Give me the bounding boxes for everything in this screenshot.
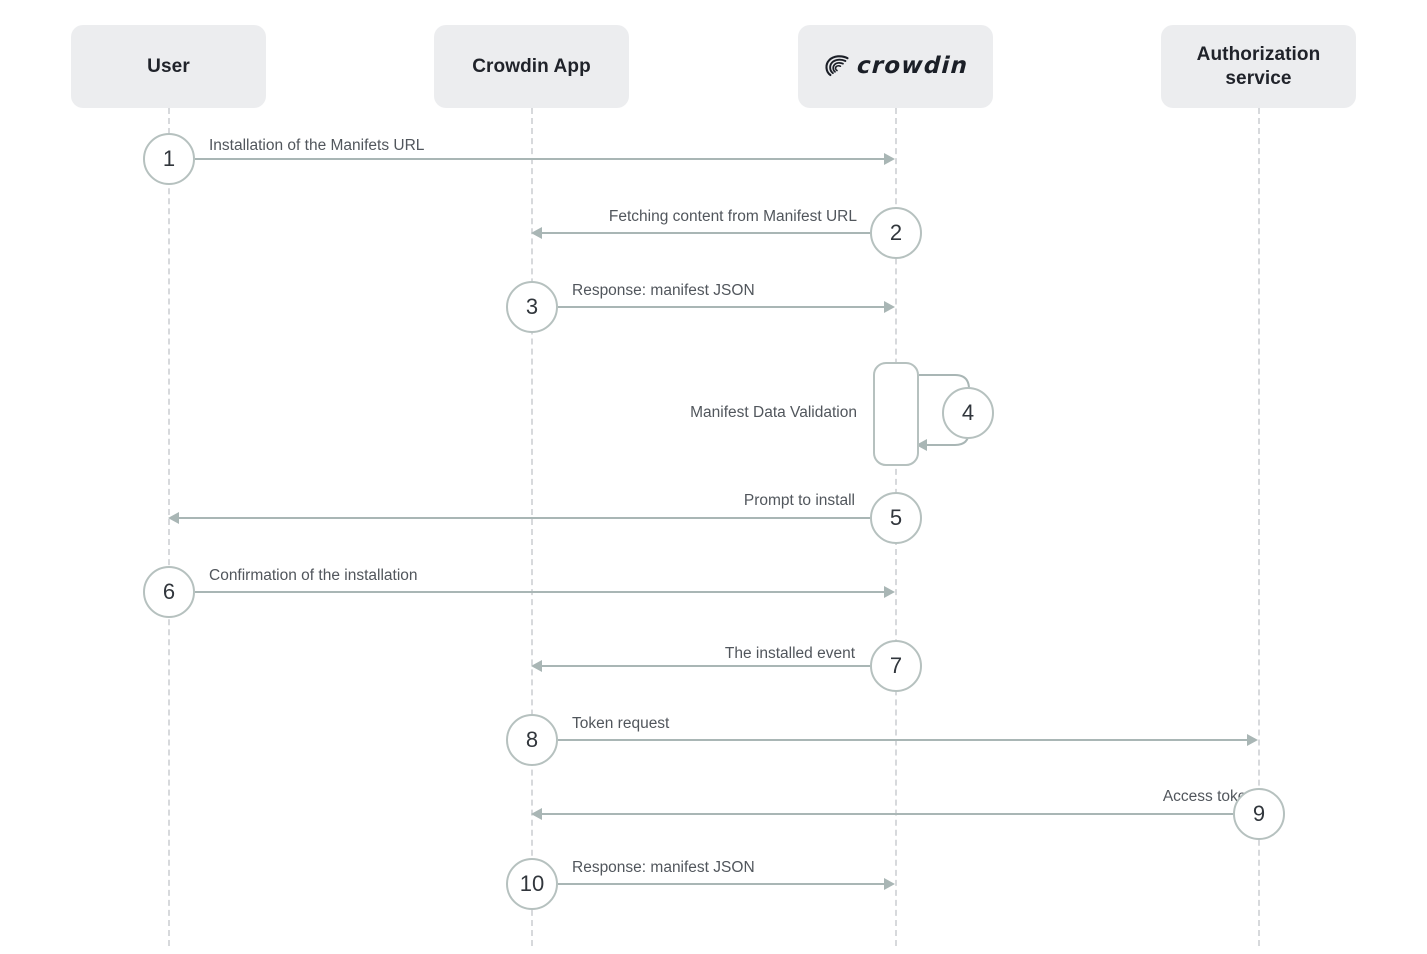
step-circle-2[interactable]: 2 bbox=[870, 207, 922, 259]
message-line-6 bbox=[195, 591, 885, 593]
step-circle-7[interactable]: 7 bbox=[870, 640, 922, 692]
message-line-2 bbox=[542, 232, 870, 234]
step-circle-10[interactable]: 10 bbox=[506, 858, 558, 910]
arrowhead-6 bbox=[884, 586, 895, 598]
participant-authorization-service[interactable]: Authorization service bbox=[1161, 25, 1356, 108]
message-line-3 bbox=[558, 306, 885, 308]
participant-crowdin[interactable]: crowdin bbox=[798, 25, 993, 108]
participant-crowdin-app[interactable]: Crowdin App bbox=[434, 25, 629, 108]
message-line-8 bbox=[558, 739, 1248, 741]
arrowhead-10 bbox=[884, 878, 895, 890]
message-label-5: Prompt to install bbox=[743, 492, 855, 509]
participant-authorization-service-label-line2: service bbox=[1225, 67, 1292, 89]
participant-user[interactable]: User bbox=[71, 25, 266, 108]
arrowhead-7 bbox=[531, 660, 542, 672]
message-label-9: Access token bbox=[1162, 788, 1255, 805]
arrowhead-3 bbox=[884, 301, 895, 313]
arrowhead-2 bbox=[531, 227, 542, 239]
arrowhead-8 bbox=[1247, 734, 1258, 746]
step-circle-6[interactable]: 6 bbox=[143, 566, 195, 618]
participant-crowdin-app-label: Crowdin App bbox=[472, 55, 591, 77]
message-label-4: Manifest Data Validation bbox=[690, 404, 857, 421]
message-line-9 bbox=[542, 813, 1233, 815]
message-label-1: Installation of the Manifets URL bbox=[209, 137, 425, 154]
message-label-2: Fetching content from Manifest URL bbox=[608, 208, 857, 225]
crowdin-logo: crowdin bbox=[822, 52, 970, 82]
message-line-1 bbox=[195, 158, 885, 160]
activation-box-manifest-validation bbox=[873, 362, 919, 466]
lifeline-authorization-service bbox=[1258, 108, 1260, 946]
message-label-3: Response: manifest JSON bbox=[572, 282, 755, 299]
step-circle-1[interactable]: 1 bbox=[143, 133, 195, 185]
step-circle-9[interactable]: 9 bbox=[1233, 788, 1285, 840]
crowdin-swirl-icon bbox=[825, 54, 849, 76]
participant-user-label: User bbox=[147, 55, 190, 77]
message-line-7 bbox=[542, 665, 870, 667]
arrowhead-5 bbox=[168, 512, 179, 524]
step-circle-8[interactable]: 8 bbox=[506, 714, 558, 766]
message-label-8: Token request bbox=[572, 715, 670, 732]
step-circle-4[interactable]: 4 bbox=[942, 387, 994, 439]
step-circle-3[interactable]: 3 bbox=[506, 281, 558, 333]
step-circle-5[interactable]: 5 bbox=[870, 492, 922, 544]
arrowhead-9 bbox=[531, 808, 542, 820]
lifeline-user bbox=[168, 108, 170, 946]
message-label-10: Response: manifest JSON bbox=[572, 859, 755, 876]
message-line-10 bbox=[558, 883, 885, 885]
crowdin-logo-text: crowdin bbox=[856, 53, 970, 79]
lifeline-crowdin-app bbox=[531, 108, 533, 946]
message-label-6: Confirmation of the installation bbox=[209, 567, 418, 584]
arrowhead-1 bbox=[884, 153, 895, 165]
message-label-7: The installed event bbox=[724, 645, 855, 662]
participant-authorization-service-label-line1: Authorization bbox=[1196, 43, 1321, 65]
message-line-5 bbox=[179, 517, 870, 519]
